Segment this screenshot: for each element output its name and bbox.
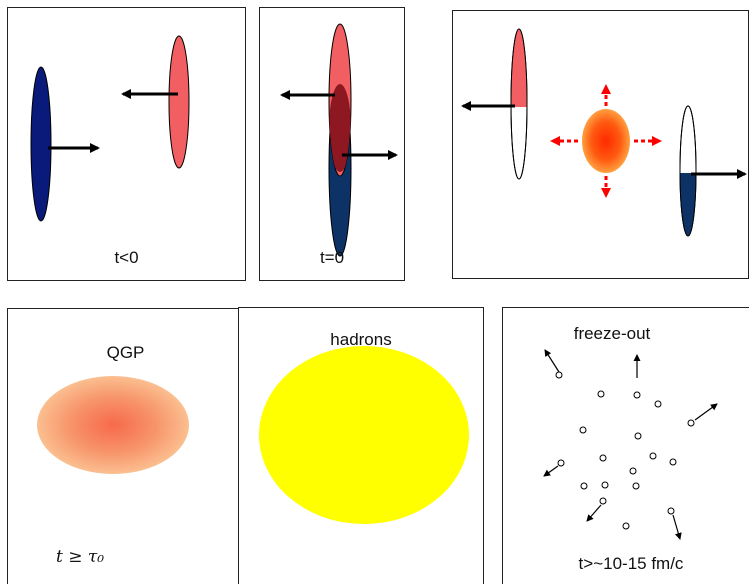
particle-momentum-arrow: [543, 465, 559, 477]
time-label: t=0: [319, 248, 345, 267]
hadron-particle: [687, 419, 695, 427]
hadron-particle: [579, 426, 587, 434]
particle-momentum-arrow: [544, 349, 560, 373]
panel-qgp: QGP t ≥ τ₀: [7, 308, 244, 584]
panel-hadrons: hadrons: [238, 307, 484, 584]
red-spectator-fill: [511, 29, 527, 107]
particle-momentum-arrow: [672, 514, 682, 540]
red-nucleus: [168, 35, 190, 169]
hadron-particle: [557, 459, 565, 467]
hadron-particle: [555, 371, 563, 379]
hadron-particle: [601, 481, 609, 489]
expansion-arrows: [550, 84, 662, 198]
blue-spectator-fill: [680, 173, 696, 236]
hadron-gas: [259, 346, 469, 524]
hadron-particle: [599, 497, 607, 505]
time-condition: t ≥ τ₀: [56, 547, 105, 567]
hadron-particle: [667, 507, 675, 515]
blue-nucleus: [30, 66, 52, 222]
particle-momentum-arrow: [586, 504, 602, 522]
hadron-particle: [632, 482, 640, 490]
panel-title: QGP: [106, 343, 145, 362]
hadron-particle: [622, 522, 630, 530]
particle-momentum-arrow: [694, 403, 718, 421]
panel-title: hadrons: [330, 330, 392, 349]
hadron-particle: [654, 400, 662, 408]
hadron-particle: [597, 390, 605, 398]
hadron-particle: [669, 458, 677, 466]
qgp-blob: [37, 376, 189, 474]
time-label: t>~10-15 fm/c: [578, 554, 684, 573]
time-label: t<0: [114, 248, 139, 267]
qgp-diagram: [37, 376, 189, 474]
freeze-out-diagram: [543, 349, 718, 540]
panel-title: freeze-out: [573, 324, 651, 343]
hadron-particle: [633, 391, 641, 399]
panel-after-collision: [452, 10, 749, 279]
before-collision-diagram: [30, 35, 190, 222]
hadron-particle: [629, 467, 637, 475]
fireball: [582, 109, 630, 173]
hadrons-diagram: [259, 346, 469, 524]
collision-diagram: [280, 23, 398, 257]
after-collision-diagram: [461, 28, 747, 237]
panel-freeze-out: freeze-out t>~10-15 fm/c: [502, 307, 749, 584]
hadron-particle: [580, 482, 588, 490]
overlap-region: [329, 84, 351, 172]
panel-before-collision: t<0: [7, 7, 246, 281]
hadron-particle: [599, 454, 607, 462]
hadron-particle: [634, 432, 642, 440]
panel-collision: t=0: [259, 7, 405, 281]
hadron-particle: [649, 452, 657, 460]
